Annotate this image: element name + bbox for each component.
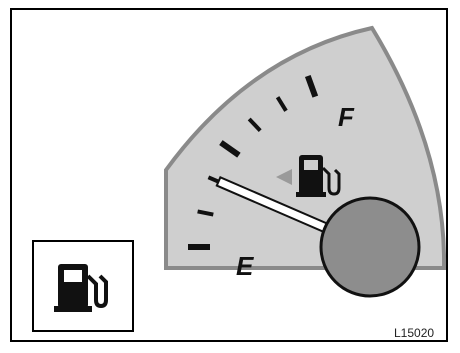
gauge-hub [321,198,419,296]
figure-code: L15020 [394,326,434,340]
full-label: F [338,102,355,132]
fuel-pump-icon [34,242,132,330]
fuel-indicator-inset [32,240,134,332]
empty-label: E [236,251,254,281]
